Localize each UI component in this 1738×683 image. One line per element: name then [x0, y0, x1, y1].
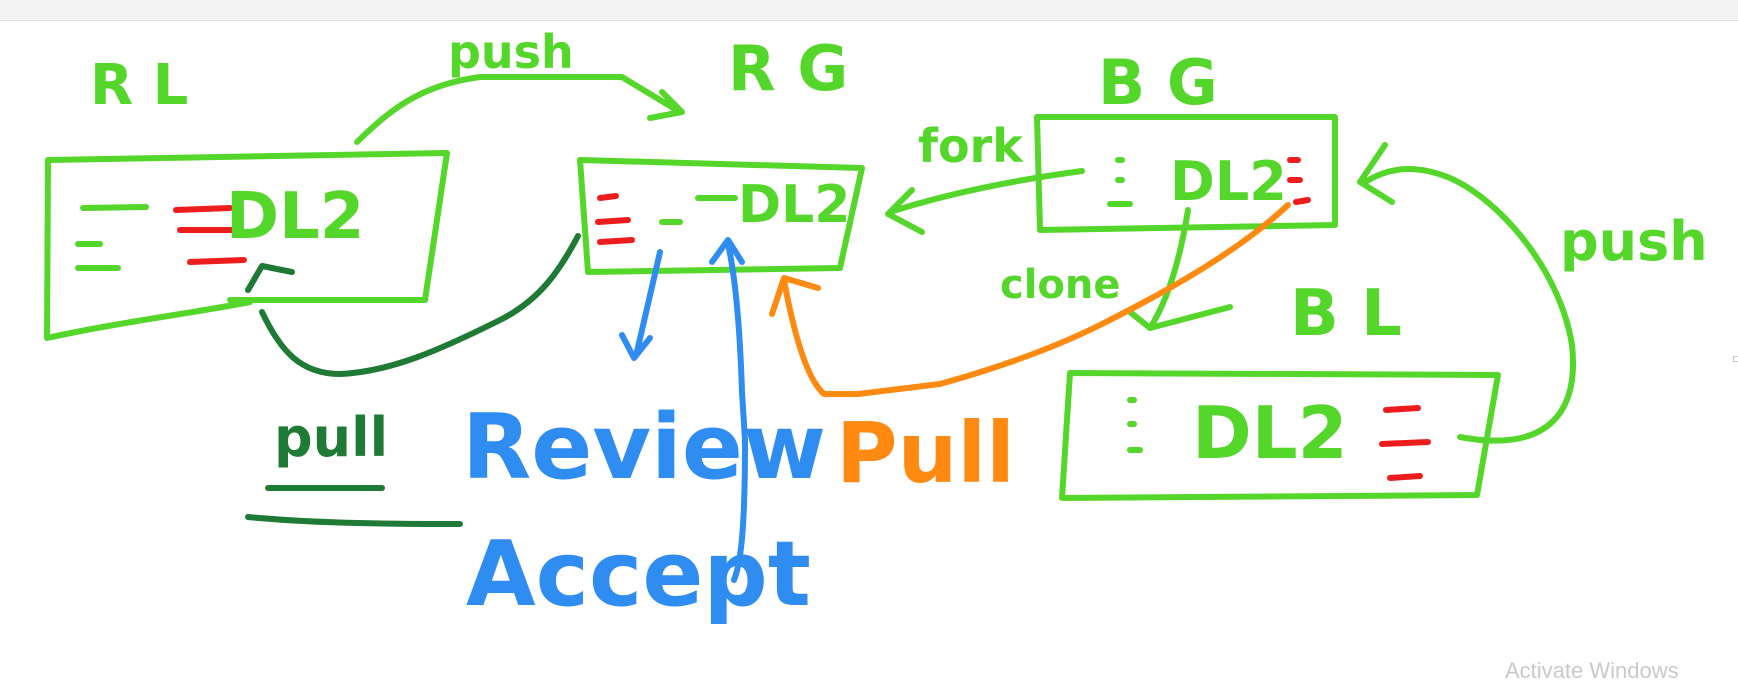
bl-box — [1059, 370, 1501, 501]
bl-red-lines-icon — [1379, 405, 1431, 481]
accept-label: Accept — [466, 522, 811, 627]
push-right-label: push — [1560, 210, 1708, 273]
bg-box — [1034, 114, 1338, 233]
edge-resize-mark: □ — [1733, 354, 1738, 365]
bl-label: B L — [1290, 277, 1402, 351]
rg-label: R G — [728, 32, 848, 105]
bg-red-lines-icon — [1287, 157, 1311, 205]
bl-dl2-label: DL2 — [1192, 391, 1348, 475]
accept-arrow-up — [709, 237, 748, 583]
rg-red-lines-icon — [595, 193, 635, 245]
rl-dl2-label: DL2 — [226, 180, 364, 254]
rl-red-lines-icon — [173, 205, 247, 265]
rg-box — [577, 157, 865, 275]
bl-file-lines-icon — [1127, 397, 1143, 453]
bg-label: B G — [1098, 46, 1218, 119]
activate-windows-watermark: Activate Windows — [1505, 658, 1679, 683]
pull-arrow-rg-to-rl — [245, 233, 581, 377]
push-top-label: push — [448, 25, 574, 79]
clone-label: clone — [1000, 262, 1121, 308]
pull-arrow-bg-to-rg — [769, 202, 1291, 397]
rg-dl2-label: DL2 — [738, 175, 850, 235]
pull-dark-label: pull — [274, 406, 388, 469]
review-label: Review — [462, 395, 826, 500]
rl-box — [44, 150, 450, 341]
push-arrow-bl-to-bg — [1357, 142, 1576, 444]
window-top-bar — [0, 0, 1738, 21]
fork-label: fork — [918, 119, 1024, 173]
clone-arrow-bg-to-bl — [1127, 207, 1233, 331]
bg-dl2-label: DL2 — [1170, 150, 1287, 213]
fork-arrow-bg-to-rg — [885, 168, 1085, 235]
push-arrow-rl-to-rg — [354, 74, 685, 145]
pull-underline-long — [245, 514, 463, 527]
rg-file-lines-icon — [659, 195, 738, 225]
rl-file-lines-icon — [75, 204, 149, 271]
bg-file-lines-icon — [1107, 157, 1133, 207]
rl-label: R L — [90, 53, 188, 118]
review-arrow-down — [619, 249, 663, 361]
pull-orange-label: Pull — [836, 404, 1015, 502]
